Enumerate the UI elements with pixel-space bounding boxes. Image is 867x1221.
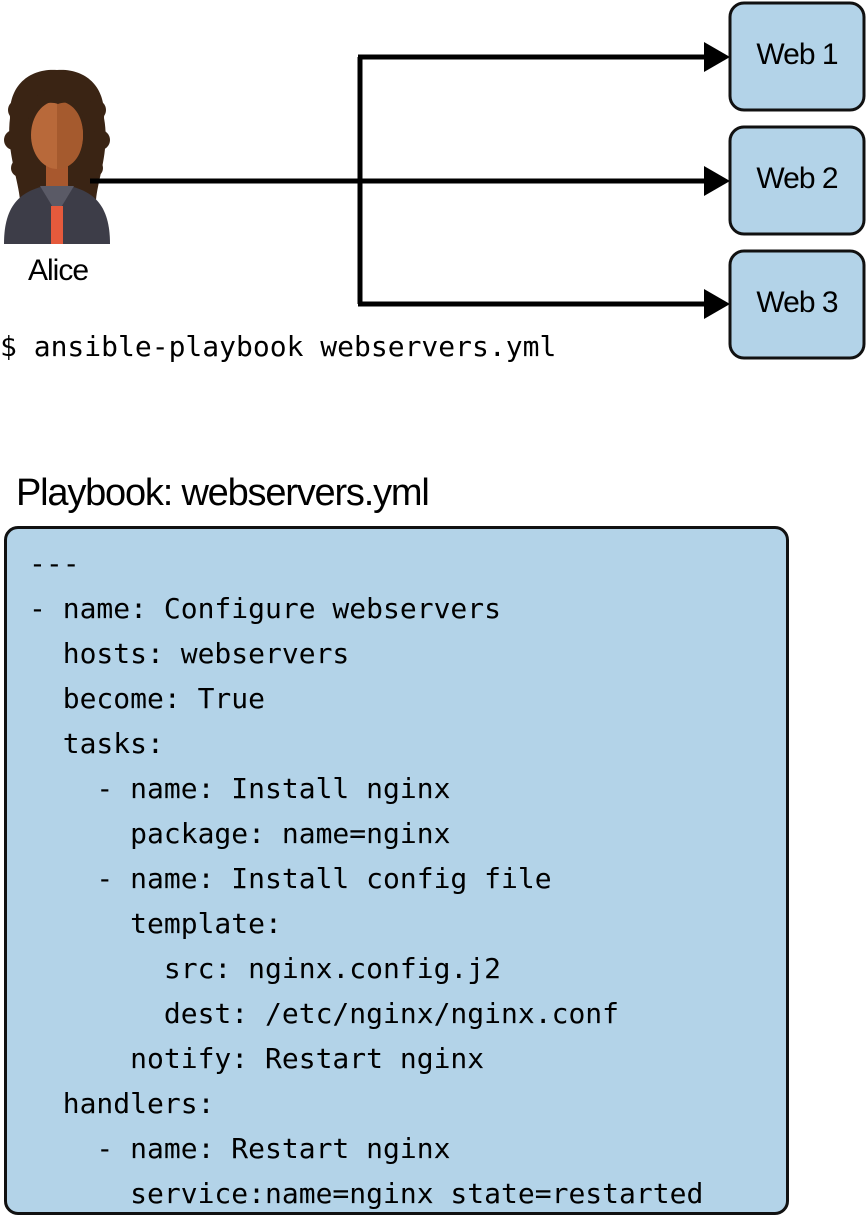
server-label-web-3: Web 3 (756, 286, 838, 319)
code-line: - name: Install config file (29, 862, 552, 895)
playbook-title: Playbook: webservers.yml (16, 472, 430, 514)
code-line: notify: Restart nginx (29, 1042, 485, 1075)
code-line: tasks: (29, 727, 164, 760)
ansible-diagram (4, 1, 866, 360)
code-line: package: name=nginx (29, 817, 451, 850)
code-line: dest: /etc/nginx/nginx.conf (29, 997, 620, 1030)
arrowheads (704, 42, 730, 319)
code-line: - name: Configure webservers (29, 592, 502, 625)
playbook-code: --- - name: Configure webservers hosts: … (29, 541, 703, 1216)
server-label-web-1: Web 1 (756, 38, 838, 71)
server-box-web-1 (728, 1, 866, 112)
code-line: hosts: webservers (29, 637, 350, 670)
code-line: --- (29, 547, 80, 580)
user-name-label: Alice (27, 254, 89, 287)
code-line: service:name=nginx state=restarted (29, 1177, 704, 1210)
server-boxes (728, 1, 866, 360)
server-box-web-3 (728, 249, 866, 360)
code-line: src: nginx.config.j2 (29, 952, 502, 985)
code-line: handlers: (29, 1087, 215, 1120)
user-avatar-icon (4, 69, 110, 244)
server-label-web-2: Web 2 (756, 162, 838, 195)
connector-lines (90, 52, 722, 309)
code-line: - name: Install nginx (29, 772, 451, 805)
code-line: become: True (29, 682, 266, 715)
playbook-code-box: --- - name: Configure webservers hosts: … (4, 526, 789, 1215)
command-line: $ ansible-playbook webservers.yml (0, 330, 557, 363)
code-line: template: (29, 907, 282, 940)
server-box-web-2 (728, 125, 866, 236)
code-line: - name: Restart nginx (29, 1132, 451, 1165)
